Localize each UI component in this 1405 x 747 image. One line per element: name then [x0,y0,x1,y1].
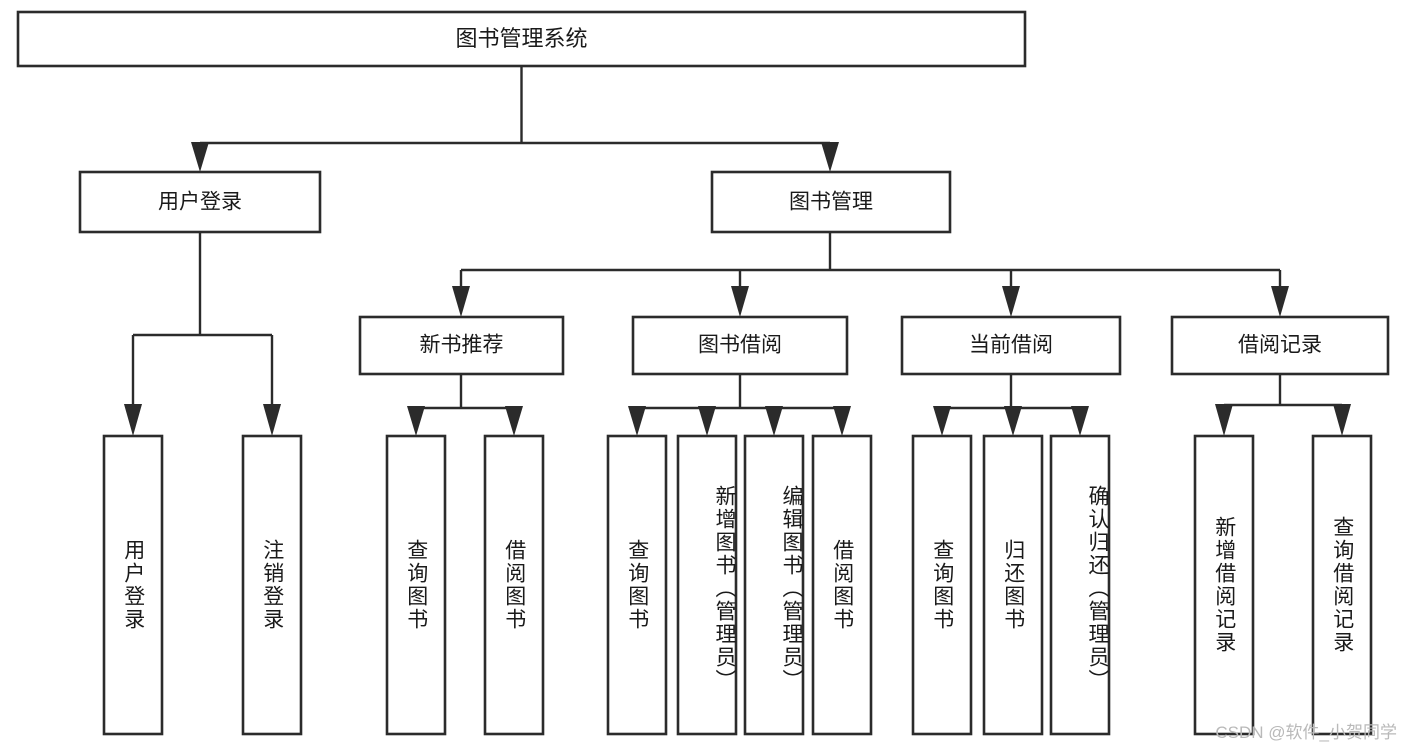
edge-group-currentborrow [933,374,1089,436]
edge-group-newbookrec [407,374,523,436]
node-current-borrow-rect[interactable] [900,315,1122,376]
node-borrow-record-label: 借阅记录 [1238,334,1322,357]
leaf-box-group [102,434,1373,736]
arrow-head-leaf-borrow-book-2 [833,406,851,436]
arrow-head-leaf-add-record [1215,404,1233,436]
leaf-box-borrow-book-2[interactable] [811,434,873,736]
arrow-head-leaf-user-login [124,404,142,436]
leaf-box-borrow-book-1[interactable] [483,434,545,736]
arrow-head-leaf-query-book-3 [933,406,951,436]
leaf-box-query-book-2[interactable] [606,434,668,736]
leaf-box-add-record[interactable] [1193,434,1255,736]
leaf-box-user-login[interactable] [102,434,164,736]
node-new-book-rec[interactable]: 新书推荐 [358,315,565,376]
node-root[interactable]: 图书管理系统 [16,10,1027,68]
node-new-book-rec-rect[interactable] [358,315,565,376]
node-borrow-record[interactable]: 借阅记录 [1170,315,1390,376]
leaf-box-query-book-3[interactable] [911,434,973,736]
node-new-book-rec-label: 新书推荐 [420,334,504,357]
node-book-manage[interactable]: 图书管理 [710,170,952,234]
arrow-head-leaf-edit-book [765,406,783,436]
node-root-label: 图书管理系统 [455,26,587,51]
arrow-head-borrowrecord [1271,286,1289,317]
edge-group-bookmanage [452,232,1289,317]
leaf-box-logout-login[interactable] [241,434,303,736]
arrow-head-currentborrow [1002,286,1020,317]
node-book-borrow-rect[interactable] [631,315,849,376]
node-user-login-rect[interactable] [78,170,322,234]
arrow-head-leaf-return-book [1004,406,1022,436]
arrow-head-leaf-query-record [1333,404,1351,436]
arrow-head-leaf-logout-login [263,404,281,436]
arrow-head-leaf-borrow-book-1 [505,406,523,436]
leaf-box-return-book[interactable] [982,434,1044,736]
node-user-login-label: 用户登录 [158,191,242,214]
arrow-head-userlogin [191,142,209,172]
arrow-head-bookborrow [731,286,749,317]
edge-group-bookborrow [628,374,851,436]
arrow-head-leaf-query-book-2 [628,406,646,436]
edge-group-borrowrecord [1215,374,1351,436]
node-current-borrow-label: 当前借阅 [969,334,1053,357]
node-user-login[interactable]: 用户登录 [78,170,322,234]
arrow-head-bookmanage [821,142,839,172]
arrow-head-newbookrec [452,286,470,317]
node-book-manage-rect[interactable] [710,170,952,234]
leaf-box-add-book[interactable] [676,434,738,736]
arrow-head-leaf-add-book [698,406,716,436]
node-book-borrow[interactable]: 图书借阅 [631,315,849,376]
csdn-watermark: CSDN @软件_小贺同学 [1215,723,1397,742]
leaf-box-edit-book[interactable] [743,434,805,736]
leaf-box-query-book-1[interactable] [385,434,447,736]
arrow-head-leaf-query-book-1 [407,406,425,436]
edge-group-userlogin [124,232,281,436]
arrow-head-leaf-confirm-return [1071,406,1089,436]
edge-group-root [191,66,839,172]
node-book-manage-label: 图书管理 [789,191,873,214]
leaf-box-confirm-return[interactable] [1049,434,1111,736]
node-book-borrow-label: 图书借阅 [698,334,782,357]
node-borrow-record-rect[interactable] [1170,315,1390,376]
node-current-borrow[interactable]: 当前借阅 [900,315,1122,376]
node-root-rect[interactable] [16,10,1027,68]
leaf-box-query-record[interactable] [1311,434,1373,736]
